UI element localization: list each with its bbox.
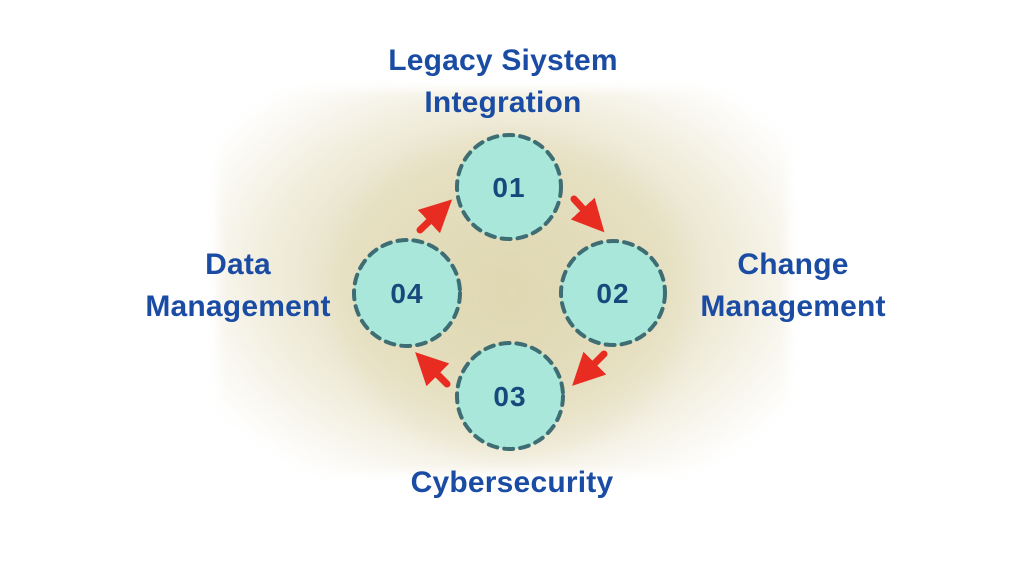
label-line: Integration bbox=[424, 86, 582, 119]
label-line: Cybersecurity bbox=[410, 466, 614, 499]
label-cybersecurity: Cybersecurity bbox=[340, 462, 684, 504]
arrow-01-to-02 bbox=[570, 195, 605, 233]
node-number-04: 04 bbox=[390, 278, 423, 309]
node-circle-01 bbox=[455, 133, 563, 241]
label-line: Management bbox=[145, 290, 331, 323]
label-line: Data bbox=[205, 248, 271, 281]
label-legacy-system-integration: Legacy Siystem Integration bbox=[288, 40, 718, 124]
node-circle-03 bbox=[455, 341, 565, 451]
arrow-04-to-01 bbox=[416, 199, 453, 234]
label-change-management: Change Management bbox=[650, 244, 936, 328]
label-line: Legacy Siystem bbox=[388, 44, 618, 77]
node-number-03: 03 bbox=[493, 381, 526, 412]
label-line: Management bbox=[700, 290, 886, 323]
label-line: Change bbox=[737, 248, 849, 281]
node-circle-02 bbox=[559, 239, 667, 347]
label-data-management: Data Management bbox=[95, 244, 381, 328]
node-number-01: 01 bbox=[492, 172, 525, 203]
arrow-03-to-04 bbox=[415, 352, 451, 388]
node-number-02: 02 bbox=[596, 278, 629, 309]
arrow-02-to-03 bbox=[572, 350, 608, 386]
node-circle-04 bbox=[352, 238, 462, 348]
